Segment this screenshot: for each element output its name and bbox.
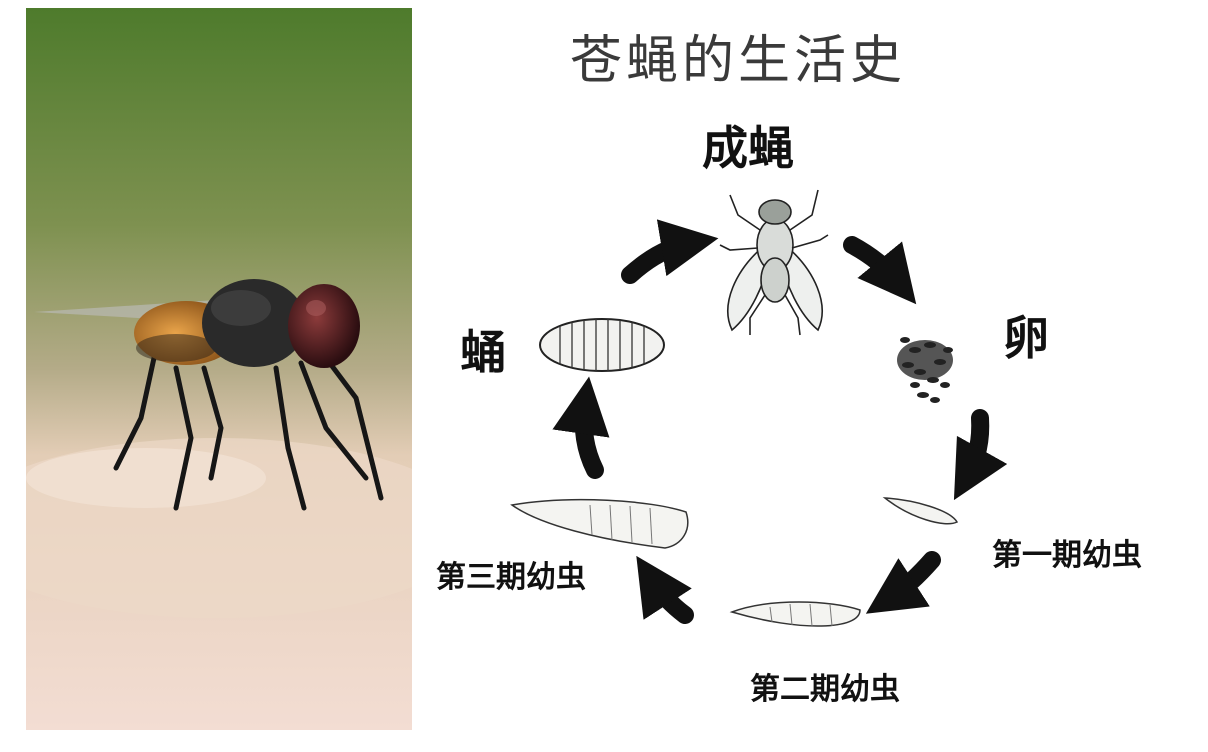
larva-1-icon (882, 497, 959, 525)
pupa-icon (539, 318, 665, 372)
adult-fly-icon (719, 189, 829, 336)
stage-label-pupa: 蛹 (460, 325, 506, 379)
life-cycle-diagram: 苍蝇的生活史 (420, 0, 1208, 752)
larva-2-icon (729, 601, 861, 627)
fly-photo (26, 8, 412, 730)
egg-cluster-icon (897, 337, 953, 403)
stage-label-larva-2: 第二期幼虫 (750, 672, 900, 707)
stage-label-egg: 卵 (1003, 311, 1049, 365)
stage-label-adult: 成蝇 (702, 121, 794, 175)
stage-label-larva-3: 第三期幼虫 (436, 560, 586, 595)
stage-label-larva-1: 第一期幼虫 (992, 538, 1142, 573)
cycle-arrow-icon (552, 219, 1008, 624)
larva-3-icon (510, 498, 689, 549)
diagram-title: 苍蝇的生活史 (569, 31, 906, 91)
